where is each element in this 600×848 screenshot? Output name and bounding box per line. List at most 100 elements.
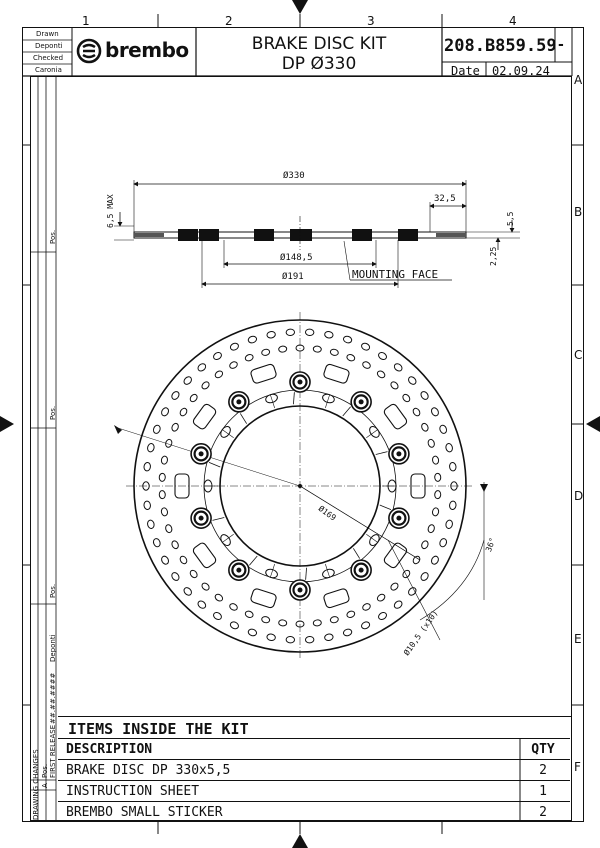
drilled-hole (261, 616, 271, 624)
carrier-spoke (325, 563, 330, 578)
carrier-spoke (293, 392, 295, 405)
drilled-hole (346, 354, 356, 362)
drilled-hole (439, 424, 448, 434)
drilled-hole (160, 507, 168, 517)
carrier-spoke (222, 429, 234, 439)
drilled-hole (427, 524, 435, 534)
drilled-hole (378, 351, 387, 360)
drilled-hole (201, 582, 210, 591)
drilled-hole (247, 335, 258, 344)
drilled-hole (171, 422, 179, 432)
drilled-hole (421, 540, 429, 550)
mounting-face-label: MOUNTING FACE (352, 268, 439, 281)
drilled-hole (179, 407, 188, 417)
floating-button-center (396, 451, 402, 457)
floating-button-center (236, 567, 242, 573)
drilled-hole (432, 507, 440, 517)
drilled-hole (376, 370, 386, 379)
drilled-hole (427, 438, 435, 448)
drilled-hole (393, 363, 403, 372)
center-mark (298, 484, 302, 488)
brembo-logo: brembo (76, 38, 196, 64)
drilled-hole (390, 582, 399, 591)
drilled-hole (189, 393, 198, 403)
floating-button-center (198, 515, 204, 521)
drilled-hole (393, 600, 403, 609)
role-drawn: Drawn (36, 30, 59, 38)
zone-col-2: 2 (225, 14, 233, 28)
drilled-hole (160, 455, 168, 465)
carrier-spoke (353, 548, 361, 559)
drilled-hole (285, 328, 296, 337)
drilled-hole (304, 635, 315, 644)
drilled-hole (171, 391, 180, 400)
drilled-hole (420, 572, 429, 581)
drilled-hole (213, 612, 222, 621)
role-drawn-name: Deponti (35, 42, 63, 50)
drilled-hole (278, 619, 288, 627)
zone-row-f: F (574, 760, 581, 774)
carrier-spoke (366, 429, 378, 439)
role-checked-name: Caronia (35, 66, 62, 74)
title-line-1: BRAKE DISC KIT (251, 34, 387, 54)
role-checked: Checked (33, 54, 64, 62)
part-number: 208.B859.59 (444, 36, 557, 56)
floating-button-ring (391, 510, 407, 526)
rotor-window (174, 473, 190, 499)
drilled-hole (171, 572, 180, 581)
rotor-window (323, 588, 350, 609)
carrier-spoke (212, 517, 225, 521)
carrier-spoke (270, 563, 275, 578)
zone-col-3: 3 (367, 14, 375, 28)
date-value: 02.09.24 (492, 64, 550, 78)
kit-item-row: BRAKE DISC DP 330x5,5 2 (58, 759, 570, 780)
drilled-hole (432, 455, 440, 465)
floating-button-center (297, 587, 303, 593)
drilled-hole (261, 348, 271, 356)
drilled-hole (329, 616, 339, 624)
drilled-hole (412, 555, 421, 565)
rotor-window (383, 542, 408, 569)
drilled-hole (147, 443, 155, 453)
drilled-hole (408, 587, 417, 596)
drilled-hole (201, 381, 210, 390)
carrier-spoke (342, 406, 351, 417)
zone-row-b: B (574, 205, 583, 219)
drilled-hole (420, 391, 429, 400)
kit-item-qty: 1 (539, 784, 547, 799)
drilled-hole (142, 481, 150, 491)
drilled-hole (361, 621, 371, 630)
drilled-hole (247, 628, 258, 637)
kit-item-description: INSTRUCTION SHEET (66, 784, 200, 799)
drilled-hole (376, 593, 386, 602)
drilled-hole (152, 424, 161, 434)
drilled-hole (430, 407, 439, 417)
drilled-hole (439, 538, 448, 548)
drilled-hole (197, 363, 207, 372)
drilled-hole (214, 593, 224, 602)
kit-item-qty: 2 (539, 763, 547, 778)
drilled-hole (434, 472, 442, 482)
drawing-title: BRAKE DISC KIT DP Ø330 (196, 34, 442, 74)
kit-item-description: BRAKE DISC DP 330x5,5 (66, 763, 231, 778)
floating-button-ring (353, 562, 369, 578)
drilled-hole (449, 462, 457, 472)
drilled-hole (161, 555, 170, 565)
rotor-window (323, 363, 350, 384)
zone-row-e: E (574, 632, 582, 646)
side-block-lines (30, 76, 57, 821)
floating-button-ring (193, 446, 209, 462)
kit-item-row: BREMBO SMALL STICKER 2 (58, 801, 570, 822)
drilled-hole (329, 348, 339, 356)
brembo-logo-text: brembo (105, 38, 189, 62)
drilled-hole (390, 381, 399, 390)
drilled-hole (362, 603, 371, 611)
drilled-hole (312, 345, 322, 353)
drilled-hole (158, 490, 166, 500)
drilled-hole (449, 500, 457, 510)
drilled-hole (434, 490, 442, 500)
drilled-hole (197, 600, 207, 609)
drilled-hole (147, 519, 155, 529)
floating-button-center (396, 515, 402, 521)
